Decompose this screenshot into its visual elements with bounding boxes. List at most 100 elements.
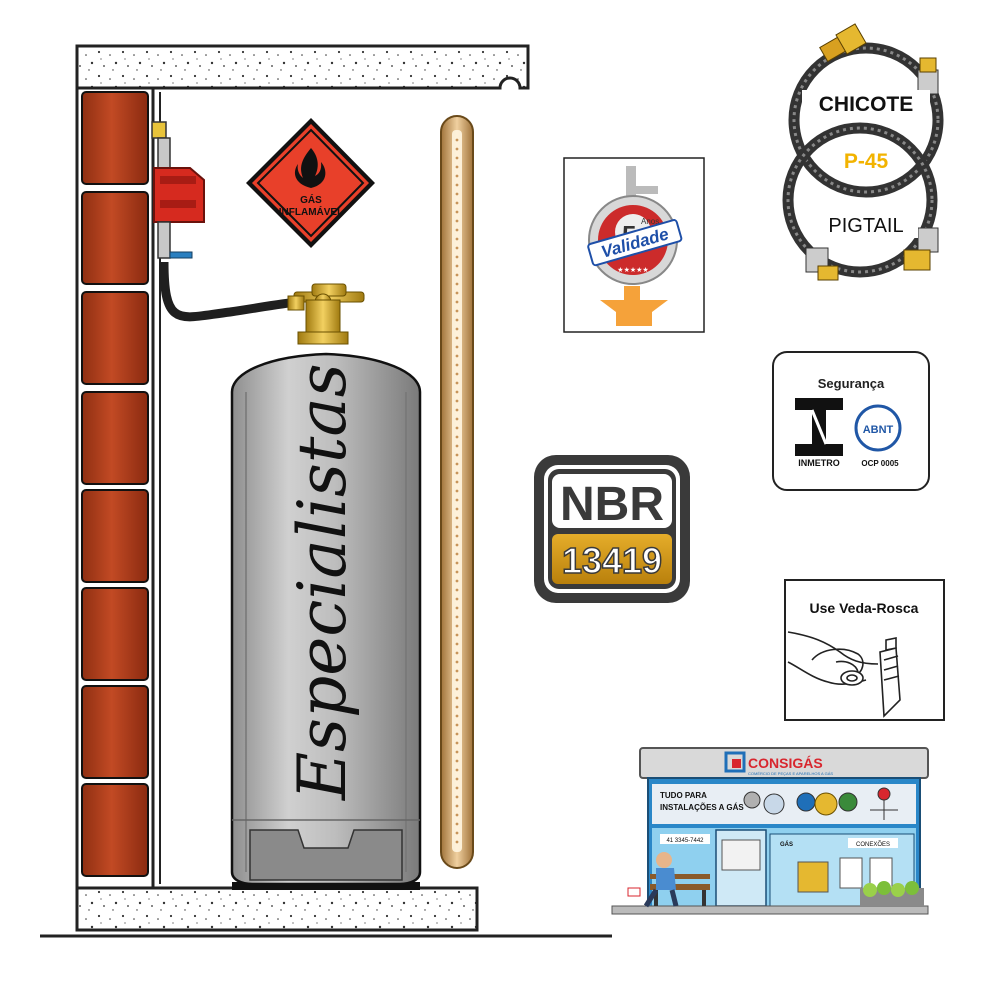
- products-display-icon: [743, 787, 898, 820]
- nbr-line-2: 13419: [562, 540, 662, 581]
- sidewalk-plants: [860, 881, 924, 906]
- hose-badge-middle: P-45: [844, 150, 889, 173]
- pipe-texture-dot: [455, 354, 459, 358]
- tape-badge-title: Use Veda-Rosca: [810, 600, 919, 616]
- pipe-texture-dot: [455, 777, 459, 781]
- pipe-texture-dot: [455, 426, 459, 430]
- pipe-texture-dot: [455, 435, 459, 439]
- gas-cylinder: Especialistas: [230, 283, 422, 886]
- brick: [81, 685, 149, 779]
- cylinder-brand-text: Especialistas: [284, 363, 361, 801]
- store-sign-gas: GÁS: [780, 841, 793, 848]
- hose-badge-top: CHICOTE: [819, 93, 914, 116]
- pipe-texture-dot: [455, 192, 459, 196]
- brick: [81, 783, 149, 877]
- store-tagline: COMÉRCIO DE PEÇAS E APARELHOS A GÁS: [748, 771, 833, 776]
- pipe-texture-dot: [455, 525, 459, 529]
- pipe-texture-dot: [455, 165, 459, 169]
- nbr-standard-badge: NBR 13419: [534, 455, 690, 603]
- pipe-texture-dot: [455, 651, 459, 655]
- pipe-texture-dot: [455, 237, 459, 241]
- ocp-label: OCP 0005: [861, 459, 899, 468]
- pipe-texture-dot: [455, 588, 459, 592]
- pipe-texture-dot: [455, 507, 459, 511]
- pipe-texture-dot: [455, 714, 459, 718]
- brick: [81, 391, 149, 485]
- pipe-texture-dot: [455, 597, 459, 601]
- pipe-texture-dot: [455, 543, 459, 547]
- store-phone: 41 3345-7442: [666, 838, 704, 844]
- pipe-texture-dot: [455, 381, 459, 385]
- pipe-texture-dot: [455, 201, 459, 205]
- bench-and-person-icon: [627, 852, 710, 908]
- pipe-texture-dot: [455, 390, 459, 394]
- pipe-texture-dot: [455, 579, 459, 583]
- pipe-texture-dot: [455, 282, 459, 286]
- pipe-texture-dot: [455, 480, 459, 484]
- pipe-texture-dot: [455, 759, 459, 763]
- store-slogan-2: INSTALAÇÕES A GÁS: [660, 803, 744, 812]
- brick: [81, 291, 149, 385]
- store-facade: CONSIGÁS COMÉRCIO DE PEÇAS E APARELHOS A…: [611, 747, 929, 915]
- pipe-texture-dot: [455, 633, 459, 637]
- pipe-texture-dot: [455, 300, 459, 304]
- validity-badge: 5 Anos de Validade ★★★★★: [563, 157, 705, 333]
- thread-tape-badge: Use Veda-Rosca: [784, 579, 945, 721]
- pipe-texture-dot: [455, 309, 459, 313]
- pipe-texture-dot: [455, 228, 459, 232]
- pipe-texture-dot: [455, 624, 459, 628]
- pipe-texture-dot: [455, 399, 459, 403]
- pipe-texture-dot: [455, 183, 459, 187]
- pipe-texture-dot: [455, 615, 459, 619]
- ceiling-slab: [75, 44, 530, 90]
- pipe-texture-dot: [455, 660, 459, 664]
- pipe-texture-dot: [455, 345, 459, 349]
- pipe-texture-dot: [455, 219, 459, 223]
- pipe-texture-dot: [455, 489, 459, 493]
- pipe-texture-dot: [455, 669, 459, 673]
- pipe-texture-dot: [455, 246, 459, 250]
- pipe-texture-dot: [455, 336, 459, 340]
- pipe-texture-dot: [455, 723, 459, 727]
- pipe-texture-dot: [455, 822, 459, 826]
- brick: [81, 91, 149, 185]
- gas-regulator: [151, 121, 205, 259]
- pipe-texture-dot: [455, 570, 459, 574]
- pipe-texture-dot: [455, 741, 459, 745]
- hose-fitting-icon: [805, 23, 939, 281]
- pipe-texture-dot: [455, 174, 459, 178]
- pipe-texture-dot: [455, 687, 459, 691]
- pipe-texture-dot: [455, 831, 459, 835]
- pipe-texture-dot: [455, 840, 459, 844]
- sign-line-1: GÁS: [300, 193, 322, 206]
- pipe-texture-dot: [455, 147, 459, 151]
- safety-title: Segurança: [818, 376, 885, 391]
- validity-years-label: Anos: [641, 217, 659, 226]
- pipe-texture-dot: [455, 795, 459, 799]
- hand-tape-icon: [787, 631, 901, 718]
- pipe-texture-dot: [455, 705, 459, 709]
- brick: [81, 191, 149, 285]
- pipe-texture-dot: [455, 786, 459, 790]
- pipe-texture-dot: [455, 138, 459, 142]
- pipe-texture-dot: [455, 606, 459, 610]
- sign-line-2: INFLAMÁVEL: [279, 205, 343, 218]
- abnt-label: ABNT: [863, 424, 894, 436]
- pipe-texture-dot: [455, 264, 459, 268]
- pipe-texture-dot: [455, 210, 459, 214]
- inmetro-label: INMETRO: [798, 458, 840, 468]
- pipe-texture-dot: [455, 561, 459, 565]
- pipe-texture-dot: [455, 642, 459, 646]
- pipe-texture-dot: [455, 453, 459, 457]
- store-name: CONSIGÁS: [748, 755, 823, 771]
- flammable-gas-sign: GÁS INFLAMÁVEL: [246, 118, 375, 248]
- pipe-texture-dot: [455, 552, 459, 556]
- inmetro-logo-icon: [795, 398, 843, 456]
- pipe-texture-dot: [455, 408, 459, 412]
- pipe-texture-dot: [455, 471, 459, 475]
- pipe-texture-dot: [455, 255, 459, 259]
- nbr-line-1: NBR: [560, 478, 664, 531]
- pipe-texture-dot: [455, 417, 459, 421]
- pipe-texture-dot: [455, 804, 459, 808]
